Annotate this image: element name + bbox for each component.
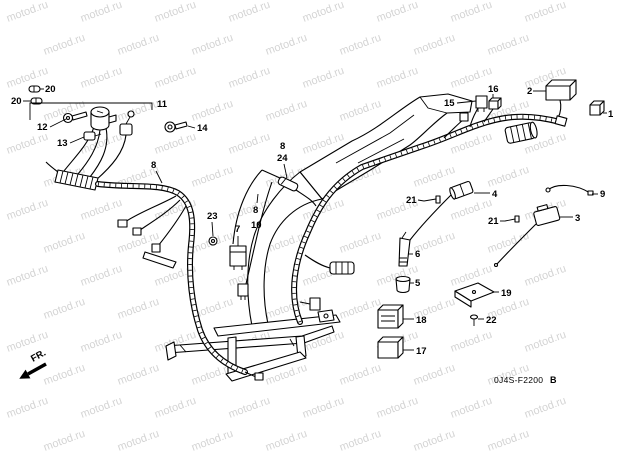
part-18 xyxy=(377,304,404,329)
lock-with-key xyxy=(119,110,135,136)
callout-19: 19 xyxy=(501,288,512,299)
figure-code: 0J4S-F2200 B xyxy=(494,375,557,385)
ignition-switch xyxy=(90,106,117,131)
callout-2: 2 xyxy=(527,86,532,97)
callout-5: 5 xyxy=(415,278,421,289)
callout-24: 24 xyxy=(277,153,288,164)
sensor-24 xyxy=(277,176,299,192)
callout-6: 6 xyxy=(415,249,420,260)
callout-11: 11 xyxy=(157,99,168,110)
part-2 xyxy=(545,79,577,101)
callout-15: 15 xyxy=(444,98,455,109)
nut-23 xyxy=(208,236,218,246)
callout-17: 17 xyxy=(416,346,427,357)
switch-wires xyxy=(45,126,127,181)
bolt-21-right xyxy=(504,215,520,223)
callout-21: 21 xyxy=(406,195,417,206)
wire-harness-main-left xyxy=(95,181,248,375)
bolt-21-left xyxy=(423,195,441,204)
screw-22 xyxy=(469,314,479,326)
callout-22: 22 xyxy=(486,315,497,326)
wire-terminal xyxy=(493,262,499,268)
callout-21: 21 xyxy=(488,216,499,227)
relay-15 xyxy=(475,95,488,112)
boot-5 xyxy=(395,275,411,294)
callout-10: 10 xyxy=(251,220,262,231)
key-cylinder-13 xyxy=(83,131,102,141)
callout-1: 1 xyxy=(608,109,614,120)
callout-8: 8 xyxy=(280,141,285,152)
harness-branch-connectors xyxy=(117,195,264,381)
ignition-coil xyxy=(504,121,538,144)
lead-wire-6 xyxy=(409,193,453,241)
arrow-head-icon xyxy=(19,369,31,379)
plug-cap-6 xyxy=(398,231,411,267)
key-12 xyxy=(62,111,88,124)
callout-12: 12 xyxy=(37,122,48,133)
relay-7 xyxy=(229,245,247,270)
callout-16: 16 xyxy=(488,84,499,95)
figure-code-text: 0J4S-F2200 xyxy=(494,375,543,385)
callout-8: 8 xyxy=(151,160,156,171)
callout-4: 4 xyxy=(492,189,498,200)
group-bracket-11 xyxy=(29,102,153,120)
cable-9 xyxy=(545,184,594,196)
callout-20: 20 xyxy=(11,96,22,107)
callout-7: 7 xyxy=(235,224,240,235)
key-14 xyxy=(164,121,188,133)
part-1 xyxy=(589,100,605,116)
callout-9: 9 xyxy=(600,189,605,200)
leader-lines xyxy=(23,88,607,351)
callout-14: 14 xyxy=(197,123,208,134)
part-17 xyxy=(377,336,404,359)
callout-labels: 20 20 11 12 13 14 8 8 24 23 7 8 10 15 16… xyxy=(11,84,614,357)
part-3 xyxy=(533,204,561,227)
harness-connector-block xyxy=(54,169,99,191)
wire-harness-upper xyxy=(291,113,563,325)
part-20-upper xyxy=(28,85,41,93)
figure-code-suffix: B xyxy=(550,375,557,385)
callout-8: 8 xyxy=(253,205,258,216)
callout-18: 18 xyxy=(416,315,427,326)
callout-20: 20 xyxy=(45,84,56,95)
part-16 xyxy=(488,97,502,110)
arrow-icon xyxy=(27,362,47,376)
connector-small xyxy=(237,283,249,300)
upper-harness-branches xyxy=(299,99,568,311)
cable-10 xyxy=(232,169,317,285)
lead-wire-3 xyxy=(496,223,537,265)
callout-13: 13 xyxy=(57,138,68,149)
part-4 xyxy=(449,180,474,200)
callout-3: 3 xyxy=(575,213,580,224)
frame xyxy=(165,93,473,382)
callout-23: 23 xyxy=(207,211,218,222)
